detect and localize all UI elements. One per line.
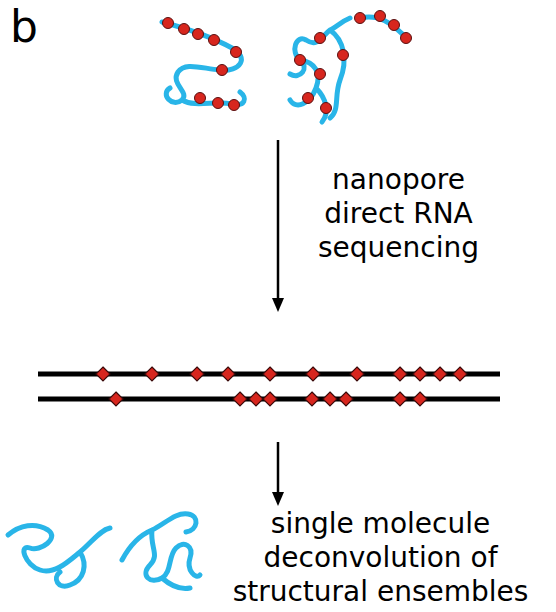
outcome-label: single molecule deconvolution of structu…	[208, 507, 553, 609]
modification-diamonds	[96, 367, 467, 406]
deconvolved-structures	[8, 514, 200, 589]
modified-rna-molecule	[162, 17, 408, 122]
modification-dots	[163, 11, 412, 114]
process-arrow	[272, 140, 284, 312]
panel-letter: b	[10, 2, 38, 52]
step-label: nanopore direct RNA sequencing	[318, 163, 479, 265]
process-arrow	[272, 442, 284, 506]
